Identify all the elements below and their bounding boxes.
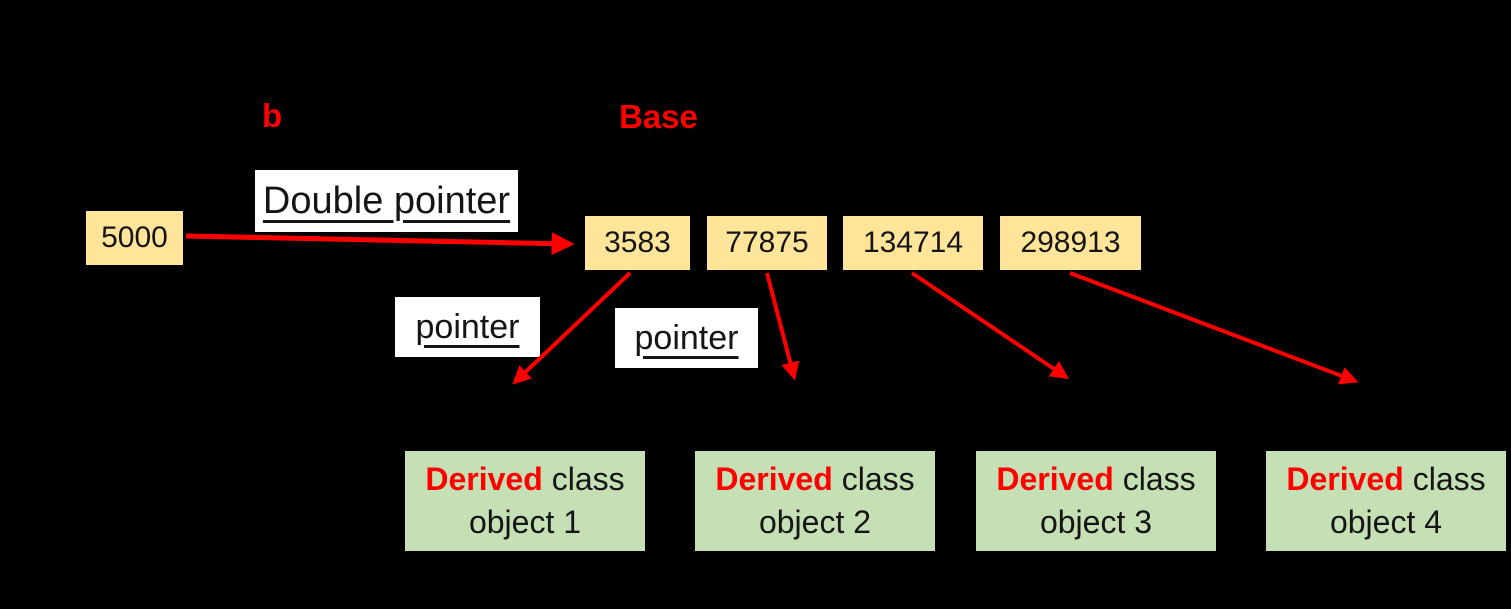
base-class-label: Base	[619, 98, 698, 135]
class-word: class	[551, 461, 625, 498]
base-pointer-address-box-1: 3583	[585, 216, 690, 270]
derived-class-line: Derived class	[425, 458, 624, 501]
object-number-line: object 3	[1039, 504, 1153, 540]
double-pointer-label-box: Double pointer	[255, 170, 518, 232]
pointer-label-box-left: pointer	[395, 297, 540, 357]
derived-class-line: Derived class	[715, 458, 914, 501]
base-pointer-address-box-3: 134714	[843, 216, 983, 270]
base-pointer-address-box-2: 77875	[707, 216, 827, 270]
pointer-label-left: pointer	[415, 307, 520, 346]
pointer-arrow-4	[1069, 271, 1359, 385]
derived-object-box-2: Derived class object 2	[695, 451, 935, 551]
derived-keyword: Derived	[425, 461, 543, 498]
derived-keyword: Derived	[996, 461, 1114, 498]
derived-keyword: Derived	[1286, 461, 1404, 498]
class-word: class	[1122, 461, 1196, 498]
object-number-line: object 1	[468, 504, 582, 540]
double-pointer-arrow	[185, 232, 575, 256]
class-word: class	[841, 461, 915, 498]
object-number-line: object 2	[758, 504, 872, 540]
pointer-arrow-2	[765, 272, 800, 381]
derived-class-line: Derived class	[996, 458, 1195, 501]
double-pointer-value-box: 5000	[86, 211, 183, 265]
derived-keyword: Derived	[715, 461, 833, 498]
derived-object-box-1: Derived class object 1	[405, 451, 645, 551]
pointer-variable-label: b	[262, 97, 283, 134]
pointer-label-right: pointer	[634, 318, 739, 357]
pointer-arrow-3	[910, 271, 1070, 380]
derived-class-line: Derived class	[1286, 458, 1485, 501]
base-pointer-address-box-4: 298913	[1000, 216, 1141, 270]
class-word: class	[1412, 461, 1486, 498]
object-number-line: object 4	[1329, 504, 1443, 540]
pointer-label-box-right: pointer	[615, 308, 758, 368]
derived-object-box-3: Derived class object 3	[976, 451, 1216, 551]
double-pointer-label: Double pointer	[262, 179, 511, 222]
derived-object-box-4: Derived class object 4	[1266, 451, 1506, 551]
